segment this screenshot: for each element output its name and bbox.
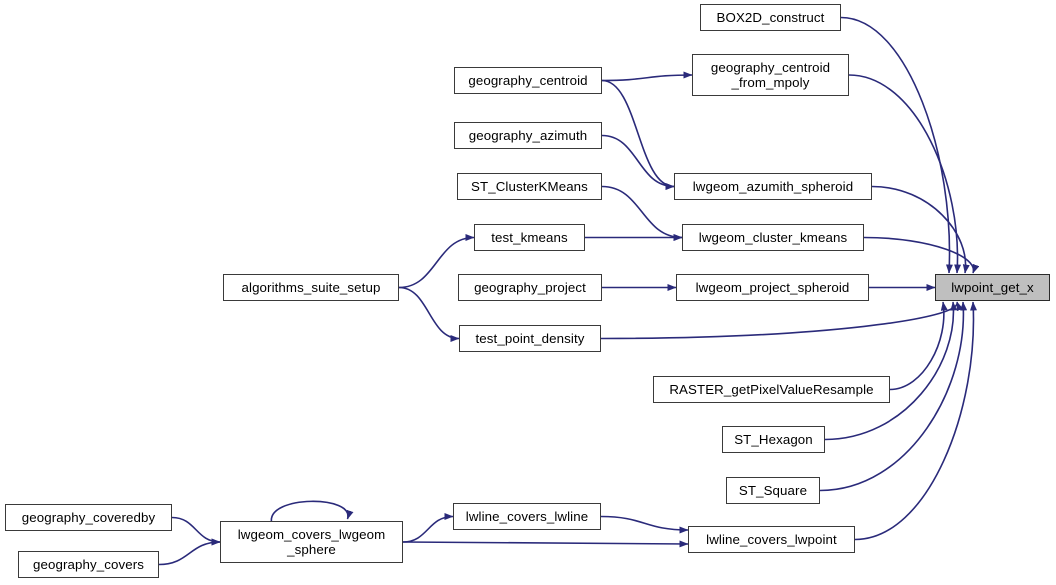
edge-geography_coveredby-to-lwgeom_covers_lwgeom_sphere: [171, 516, 221, 546]
edge-st_clusterkmeans-to-lwgeom_cluster_kmeans: [601, 185, 683, 241]
edge-lwgeom_covers_lwgeom_sphere-to-lwline_covers_lwpoint: [402, 540, 689, 548]
graph-node-geography_coveredby[interactable]: geography_coveredby: [5, 504, 172, 531]
graph-node-raster_getpixelvalueresample[interactable]: RASTER_getPixelValueResample: [653, 376, 890, 403]
edge-geography_centroid_from_mpoly-to-lwpoint_get_x: [848, 74, 962, 274]
graph-node-lwpoint_get_x[interactable]: lwpoint_get_x: [935, 274, 1050, 301]
edge-geography_azimuth-to-lwgeom_azumith_spheroid: [601, 134, 675, 190]
graph-node-box2d_construct[interactable]: BOX2D_construct: [700, 4, 841, 31]
graph-node-lwgeom_covers_lwgeom_sphere[interactable]: lwgeom_covers_lwgeom _sphere: [220, 521, 403, 563]
edge-st_square-to-lwpoint_get_x: [819, 301, 968, 492]
graph-node-lwgeom_azumith_spheroid[interactable]: lwgeom_azumith_spheroid: [674, 173, 872, 200]
edge-lwgeom_covers_lwgeom_sphere-to-lwline_covers_lwline: [402, 513, 454, 543]
edge-lwgeom_cluster_kmeans-to-lwpoint_get_x: [863, 236, 980, 274]
edge-geography_centroid-to-lwgeom_azumith_spheroid: [601, 79, 675, 190]
edge-lwline_covers_lwline-to-lwline_covers_lwpoint: [600, 515, 689, 534]
graph-node-st_hexagon[interactable]: ST_Hexagon: [722, 426, 825, 453]
graph-node-lwgeom_cluster_kmeans[interactable]: lwgeom_cluster_kmeans: [682, 224, 864, 251]
graph-node-st_square[interactable]: ST_Square: [726, 477, 820, 504]
graph-node-geography_project[interactable]: geography_project: [458, 274, 602, 301]
edge-lwline_covers_lwpoint-to-lwpoint_get_x: [854, 301, 977, 541]
graph-node-test_point_density[interactable]: test_point_density: [459, 325, 601, 352]
edge-geography_covers-to-lwgeom_covers_lwgeom_sphere: [158, 538, 221, 566]
graph-node-geography_centroid_from_mpoly[interactable]: geography_centroid _from_mpoly: [692, 54, 849, 96]
edge-box2d_construct-to-lwpoint_get_x: [840, 16, 953, 274]
graph-node-lwgeom_project_spheroid[interactable]: lwgeom_project_spheroid: [676, 274, 869, 301]
edge-algorithms_suite_setup-to-test_kmeans: [398, 234, 475, 289]
graph-node-geography_covers[interactable]: geography_covers: [18, 551, 159, 578]
graph-node-geography_azimuth[interactable]: geography_azimuth: [454, 122, 602, 149]
edge-test_point_density-to-lwpoint_get_x: [600, 301, 964, 340]
edge-algorithms_suite_setup-to-test_point_density: [398, 286, 460, 342]
edge-lwgeom_covers_lwgeom_sphere-to-lwgeom_covers_lwgeom_sphere: [270, 500, 354, 523]
graph-node-geography_centroid[interactable]: geography_centroid: [454, 67, 602, 94]
graph-node-lwline_covers_lwpoint[interactable]: lwline_covers_lwpoint: [688, 526, 855, 553]
edge-st_hexagon-to-lwpoint_get_x: [824, 301, 958, 441]
graph-node-test_kmeans[interactable]: test_kmeans: [474, 224, 585, 251]
edge-geography_centroid-to-geography_centroid_from_mpoly: [601, 71, 693, 82]
graph-node-lwline_covers_lwline[interactable]: lwline_covers_lwline: [453, 503, 601, 530]
graph-node-algorithms_suite_setup[interactable]: algorithms_suite_setup: [223, 274, 399, 301]
graph-node-st_clusterkmeans[interactable]: ST_ClusterKMeans: [457, 173, 602, 200]
edge-raster_getpixelvalueresample-to-lwpoint_get_x: [889, 301, 948, 391]
